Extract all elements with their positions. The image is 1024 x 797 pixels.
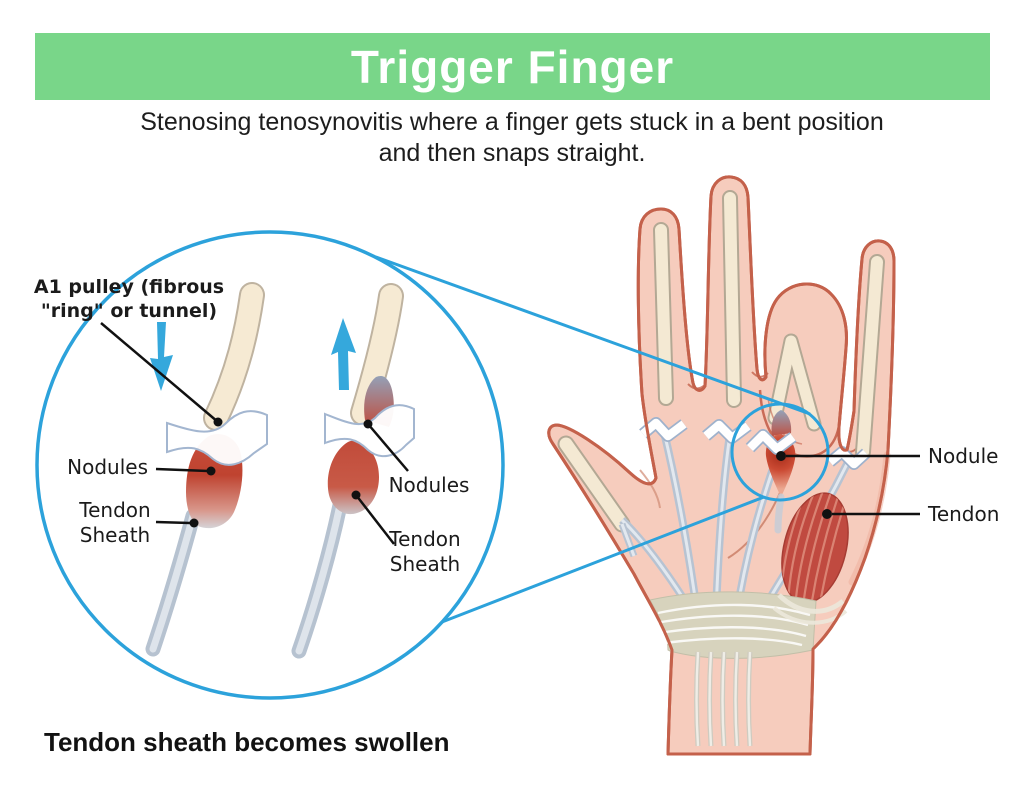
bent-tendon-diagram [145,282,268,657]
nodule-dot [776,451,786,461]
nodules-left-pointer [155,467,209,473]
hand-nodule-bulge [771,410,792,436]
tendon-sheath-right-line2: Sheath [390,552,460,576]
a1-pulley-label-line2: "ring" or tunnel) [41,300,217,322]
zoom-target-circle [730,402,830,502]
nodule-label: Nodule [928,444,998,468]
hand-muscle [779,489,849,604]
a1-pulley-pointer [100,322,219,423]
hand-nodule-tail [774,493,785,534]
hand-callouts: Nodule Tendon [776,444,999,526]
finger-pulley-bands [639,417,871,470]
magnifier-view: A1 pulley (fibrous "ring" or tunnel) Nod… [34,230,505,700]
a1-pulley-label-line1: A1 pulley (fibrous [34,276,224,298]
forearm-tendons [694,651,753,747]
tendon-sheath-right-line1: Tendon [388,527,460,551]
finger-bones [557,190,885,533]
arrow-up-icon [331,318,356,390]
nodules-left-dot [206,466,216,476]
tendon-sheath-right-pointer [355,494,395,545]
a1-pulley-band [166,410,268,466]
subtitle-line-2: and then snaps straight. [378,139,646,167]
a1-pulley-dot [213,417,223,427]
hand-illustration [547,175,896,756]
magnifier-labels: A1 pulley (fibrous "ring" or tunnel) Nod… [34,276,470,576]
hand-outline-restroke [547,175,896,756]
tendon-sheath-left-line2: Sheath [80,523,150,547]
tendon-sheath-left-dot [189,518,199,528]
tendon-dot [822,509,832,519]
footer-caption: Tendon sheath becomes swollen [44,727,450,757]
swollen-sheath [327,440,379,515]
zoom-line-bottom [441,495,765,624]
page-title: Trigger Finger [350,40,675,93]
tendon-sheath-right-dot [351,490,361,500]
zoom-connectors [375,255,830,624]
straight-tendon-diagram [291,283,415,659]
thumb-web-crease [639,469,661,509]
nodules-right-label: Nodules [389,473,470,497]
nodules-left-label: Nodules [67,455,148,479]
subtitle-line-1: Stenosing tenosynovitis where a finger g… [140,108,884,136]
nodules-right-dot [363,419,373,429]
arrow-down-icon [150,322,173,391]
tendon-sheath-left-line1: Tendon [78,498,150,522]
subtitle: Stenosing tenosynovitis where a finger g… [0,107,1024,169]
zoom-line-top [375,255,811,416]
tendon-sheath-left-pointer [155,520,191,525]
nodules-right-pointer [367,423,409,472]
tendon-label: Tendon [927,502,999,526]
title-banner: Trigger Finger [35,33,990,100]
